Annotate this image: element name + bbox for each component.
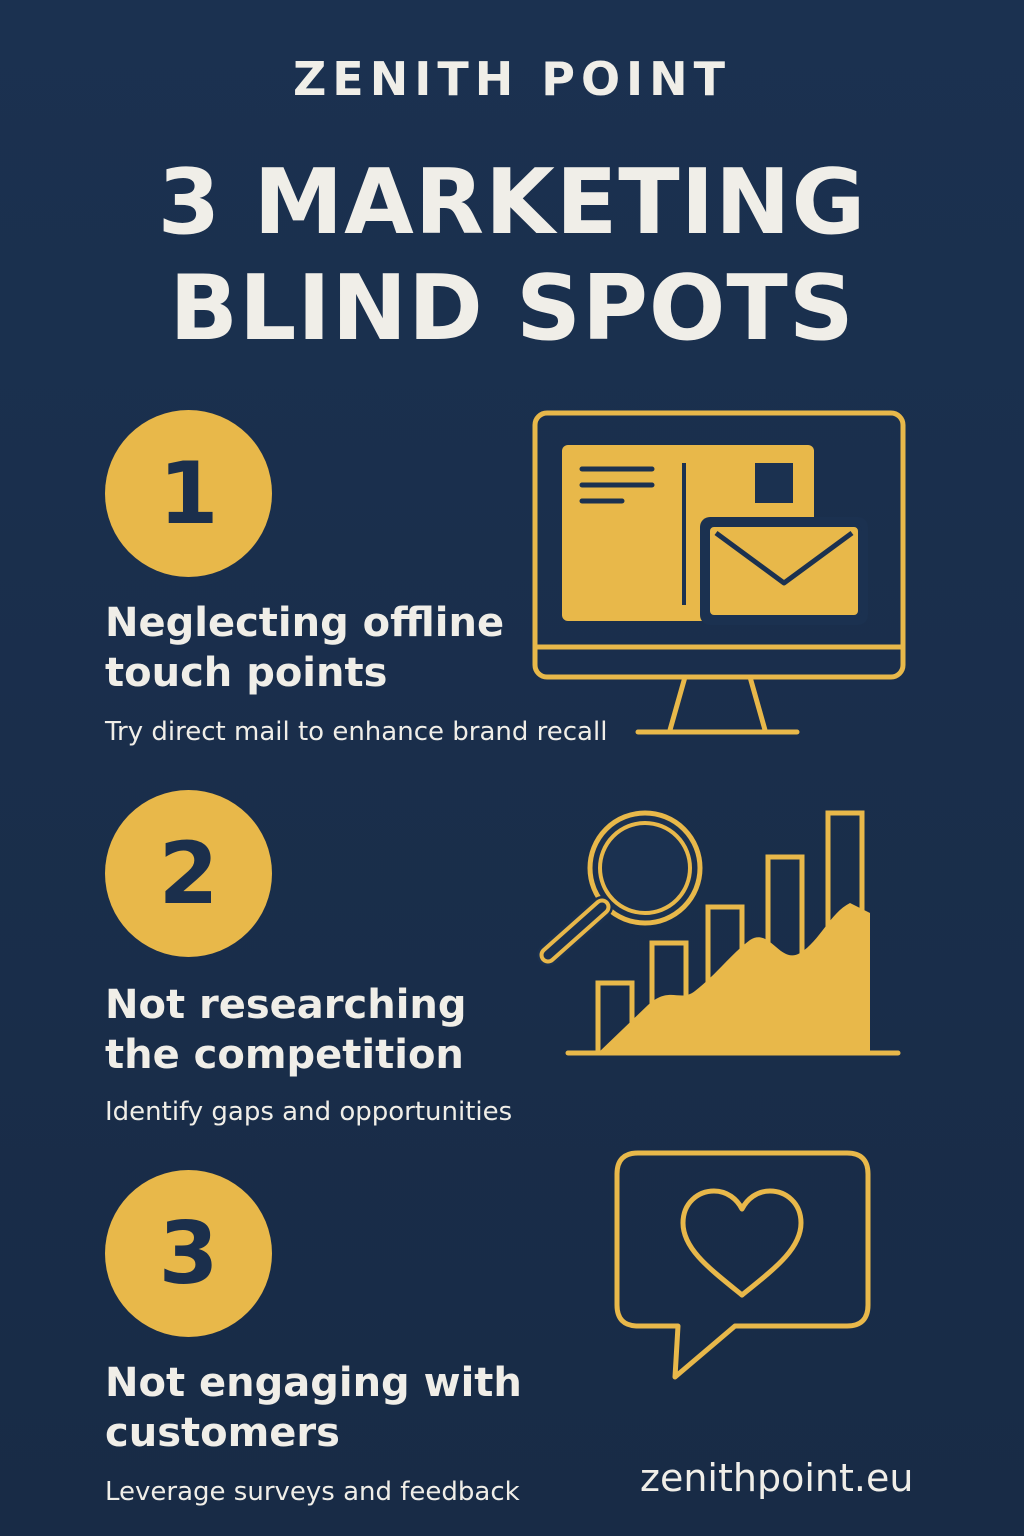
item-description-1: Try direct mail to enhance brand recall	[105, 717, 608, 747]
headline: 3 MARKETING BLIND SPOTS	[0, 150, 1024, 362]
brand-name: ZENITH POINT	[292, 52, 732, 106]
monitor-mail-icon	[532, 410, 906, 735]
item-description-2: Identify gaps and opportunities	[105, 1097, 513, 1127]
magnifier-chart-icon	[537, 810, 901, 1056]
item-title-2-line-2: the competition	[105, 1032, 464, 1078]
item-description-3: Leverage surveys and feedback	[105, 1477, 520, 1507]
number-badge-1: 1	[105, 410, 272, 577]
headline-line-2: BLIND SPOTS	[169, 256, 855, 361]
item-title-1: Neglecting offline touch points	[105, 598, 545, 698]
number-badge-3: 3	[105, 1170, 272, 1337]
item-title-2: Not researching the competition	[105, 980, 545, 1080]
chat-heart-icon	[614, 1150, 871, 1380]
item-title-1-line-2: touch points	[105, 650, 388, 696]
item-title-2-line-1: Not researching	[105, 982, 467, 1028]
item-title-1-line-1: Neglecting offline	[105, 600, 505, 646]
item-title-3-line-1: Not engaging with	[105, 1360, 522, 1406]
item-title-3: Not engaging with customers	[105, 1358, 545, 1458]
headline-line-1: 3 MARKETING	[157, 150, 867, 255]
number-badge-2: 2	[105, 790, 272, 957]
website-url: zenithpoint.eu	[640, 1456, 914, 1500]
item-title-3-line-2: customers	[105, 1410, 340, 1456]
